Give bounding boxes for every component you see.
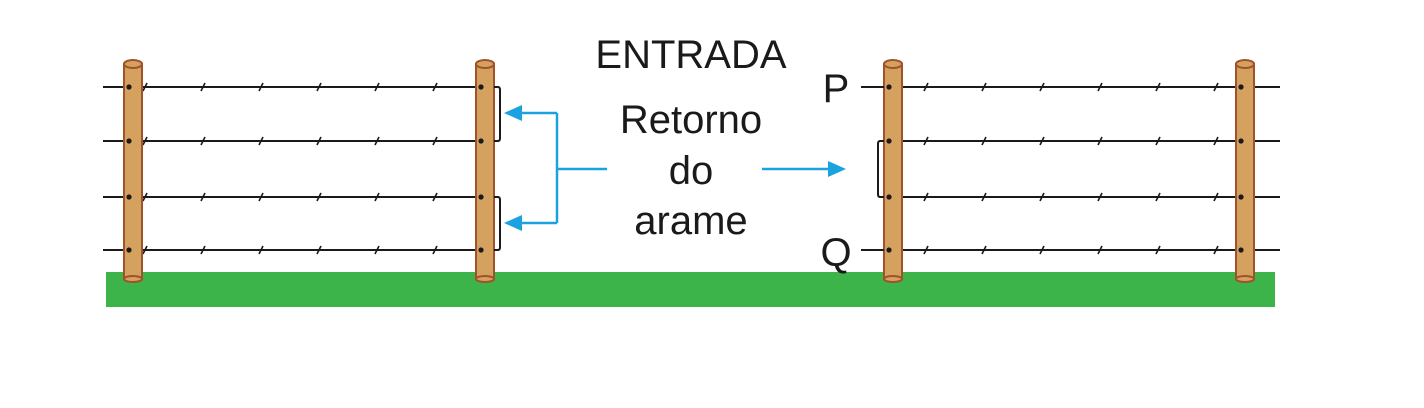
barb bbox=[1213, 245, 1219, 255]
point-p-label: P bbox=[823, 67, 850, 111]
barb bbox=[258, 82, 264, 92]
barb bbox=[981, 245, 987, 255]
barb bbox=[981, 192, 987, 202]
barb bbox=[316, 192, 322, 202]
barb bbox=[374, 245, 380, 255]
wire-return-loop-right bbox=[877, 140, 884, 198]
post-body bbox=[475, 63, 495, 280]
staple-dot bbox=[886, 138, 892, 144]
barb bbox=[923, 245, 929, 255]
post-right-outer bbox=[1235, 59, 1255, 283]
barb bbox=[981, 82, 987, 92]
wire-return-label-line1: Retorno bbox=[620, 98, 762, 142]
barb bbox=[258, 136, 264, 146]
staple-dot bbox=[126, 84, 132, 90]
staple-dot bbox=[126, 247, 132, 253]
post-body bbox=[1235, 63, 1255, 280]
staple-dot bbox=[478, 84, 484, 90]
post-bottom bbox=[475, 275, 495, 283]
post-right-gate bbox=[883, 59, 903, 283]
barb bbox=[1039, 192, 1045, 202]
barb bbox=[1213, 136, 1219, 146]
staple-dot bbox=[126, 194, 132, 200]
barb bbox=[258, 245, 264, 255]
barb bbox=[1155, 136, 1161, 146]
post-top bbox=[475, 59, 495, 69]
barb bbox=[1155, 82, 1161, 92]
left-fence-wires bbox=[103, 82, 494, 255]
post-left-outer bbox=[123, 59, 143, 283]
barb bbox=[200, 245, 206, 255]
barb bbox=[142, 136, 148, 146]
barb bbox=[1039, 245, 1045, 255]
barb bbox=[142, 82, 148, 92]
barb bbox=[923, 192, 929, 202]
barb bbox=[142, 245, 148, 255]
wire-return-loop-lower-left bbox=[494, 196, 501, 251]
barb bbox=[374, 82, 380, 92]
post-bottom bbox=[883, 275, 903, 283]
barb bbox=[923, 136, 929, 146]
ground-strip bbox=[106, 272, 1275, 307]
barb bbox=[258, 192, 264, 202]
staple-dot bbox=[478, 247, 484, 253]
staple-dot bbox=[478, 194, 484, 200]
barb bbox=[316, 245, 322, 255]
post-top bbox=[883, 59, 903, 69]
right-fence-wires bbox=[884, 82, 1280, 255]
post-top bbox=[1235, 59, 1255, 69]
arrow-head-lower-icon bbox=[504, 215, 522, 231]
barb bbox=[1155, 192, 1161, 202]
arrow-bracket-line bbox=[520, 111, 607, 225]
staple-dot bbox=[886, 84, 892, 90]
post-body bbox=[123, 63, 143, 280]
wire-return-label-line2: do bbox=[669, 149, 714, 193]
barb bbox=[1213, 192, 1219, 202]
staple-dot bbox=[1238, 247, 1244, 253]
staple-dot bbox=[478, 138, 484, 144]
barb bbox=[374, 192, 380, 202]
wire-return-loop-upper-left bbox=[494, 86, 501, 142]
point-q-label: Q bbox=[820, 231, 851, 275]
barb bbox=[1039, 136, 1045, 146]
staple-dot bbox=[886, 194, 892, 200]
barb bbox=[1213, 82, 1219, 92]
post-top bbox=[123, 59, 143, 69]
staple-dot bbox=[1238, 194, 1244, 200]
staple-dot bbox=[126, 138, 132, 144]
barb bbox=[200, 136, 206, 146]
barb bbox=[432, 82, 438, 92]
wire-return-label-line3: arame bbox=[634, 199, 747, 243]
barb bbox=[432, 192, 438, 202]
barb bbox=[1097, 192, 1103, 202]
barb bbox=[200, 192, 206, 202]
post-bottom bbox=[1235, 275, 1255, 283]
barb bbox=[923, 82, 929, 92]
post-bottom bbox=[123, 275, 143, 283]
barb bbox=[316, 136, 322, 146]
barb bbox=[1097, 82, 1103, 92]
arrow-head-right-icon bbox=[828, 161, 846, 177]
barb bbox=[432, 136, 438, 146]
barb bbox=[1097, 136, 1103, 146]
staple-dot bbox=[1238, 138, 1244, 144]
barb bbox=[1155, 245, 1161, 255]
barb bbox=[200, 82, 206, 92]
arrow-head-upper-icon bbox=[504, 105, 522, 121]
entrance-label: ENTRADA bbox=[595, 33, 786, 77]
barb bbox=[1097, 245, 1103, 255]
post-left-gate bbox=[475, 59, 495, 283]
callout-arrows bbox=[504, 105, 846, 231]
barb bbox=[432, 245, 438, 255]
fence-posts bbox=[123, 59, 1255, 283]
post-body bbox=[883, 63, 903, 280]
barb bbox=[1039, 82, 1045, 92]
staple-dot bbox=[1238, 84, 1244, 90]
barb bbox=[374, 136, 380, 146]
barb bbox=[316, 82, 322, 92]
barb bbox=[142, 192, 148, 202]
barb bbox=[981, 136, 987, 146]
staple-dot bbox=[886, 247, 892, 253]
